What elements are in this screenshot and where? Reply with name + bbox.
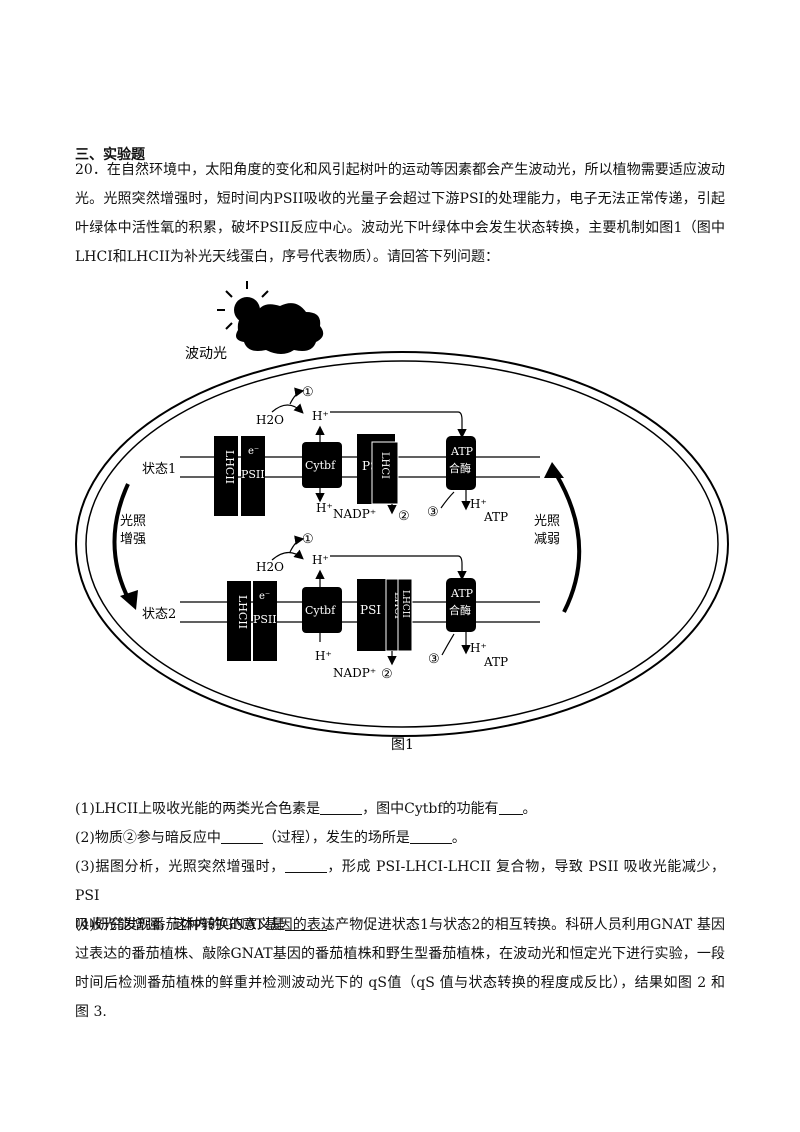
svg-text:②: ② (398, 509, 410, 524)
intro-line-3: 叶绿体中活性氧的积累，破坏PSII反应中心。波动光下叶绿体中会发生状态转换，主要… (75, 220, 725, 236)
figure-1-diagram: 波动光 状态1 LHCII e⁻ PSII Cytbf PSI LHCI ATP… (75, 281, 729, 753)
lhcii-complex (227, 581, 251, 661)
question-intro: 20．在自然环境中，太阳角度的变化和风引起树叶的运动等因素都会产生波动光，所以植… (75, 156, 725, 272)
svg-text:ATP: ATP (450, 445, 474, 458)
svg-text:PSI: PSI (360, 603, 381, 617)
svg-text:光照: 光照 (534, 514, 560, 529)
svg-text:③: ③ (427, 505, 439, 520)
state-1-label: 状态1 (142, 462, 176, 477)
lhci-complex (371, 441, 399, 505)
state-2-panel: 状态2 LHCII e⁻ PSII Cytbf PSI LHCI LHCII A… (142, 532, 540, 682)
svg-text:PSII: PSII (253, 613, 277, 626)
svg-text:LHCI: LHCI (379, 452, 390, 479)
cytbf-complex (302, 442, 342, 488)
svg-text:增强: 增强 (120, 532, 146, 547)
svg-text:H⁺: H⁺ (470, 497, 487, 511)
svg-text:H2O: H2O (256, 560, 284, 574)
light-label: 波动光 (185, 346, 227, 362)
subquestion-4: (4)研究发现番茄体内的GNAT基因的表达产物促进状态1与状态2的相互转换。科研… (75, 917, 725, 1020)
psii-complex (253, 581, 277, 661)
svg-text:①: ① (302, 532, 314, 547)
answer-blank[interactable] (320, 800, 363, 815)
svg-text:H⁺: H⁺ (312, 409, 329, 423)
svg-text:LHCII: LHCII (223, 450, 236, 484)
svg-text:H⁺: H⁺ (312, 553, 329, 567)
atp-synthase (446, 436, 476, 490)
psii-complex (241, 436, 265, 516)
question-number: 20． (75, 162, 107, 178)
subquestion-2: (2)物质②参与暗反应中（过程），发生的场所是。 (75, 829, 466, 846)
svg-text:ATP: ATP (483, 510, 508, 524)
lhcii-bound-complex (397, 578, 413, 652)
svg-text:NADP⁺: NADP⁺ (333, 666, 376, 680)
subquestion-3: (3)据图分析，光照突然增强时，，形成 PSI-LHCI-LHCII 复合物，导… (75, 858, 725, 933)
figure-caption: 图1 (391, 737, 414, 753)
sun-cloud-icon (217, 281, 324, 354)
svg-text:H⁺: H⁺ (316, 501, 333, 515)
svg-text:①: ① (302, 385, 314, 400)
intro-line-2: 光。光照突然增强时，短时间内PSII吸收的光量子会超过下游PSI的处理能力，电子… (75, 191, 725, 207)
answer-blank[interactable] (409, 829, 452, 844)
svg-text:H2O: H2O (256, 413, 284, 427)
svg-text:③: ③ (428, 652, 440, 667)
chloroplast-inner-membrane (85, 360, 719, 728)
light-increase-arrow: 光照 增强 (112, 483, 146, 610)
answer-blank[interactable] (220, 829, 263, 844)
svg-text:合酶: 合酶 (449, 461, 471, 475)
psi-complex (357, 579, 387, 651)
chloroplast-outer-membrane (75, 351, 729, 737)
svg-text:PSII: PSII (241, 468, 265, 481)
light-decrease-arrow: 光照 减弱 (534, 462, 582, 613)
answer-blank[interactable] (284, 858, 327, 873)
cytbf-complex (302, 587, 342, 633)
svg-text:e⁻: e⁻ (259, 591, 270, 602)
state-1-panel: 状态1 LHCII e⁻ PSII Cytbf PSI LHCI ATP 合酶 … (142, 385, 540, 524)
intro-line-1: 20．在自然环境中，太阳角度的变化和风引起树叶的运动等因素都会产生波动光，所以植… (75, 162, 725, 178)
svg-text:LHCII: LHCII (236, 595, 249, 629)
atp-synthase (446, 578, 476, 632)
svg-text:H⁺: H⁺ (470, 641, 487, 655)
svg-text:Cytbf: Cytbf (305, 604, 336, 617)
lhcii-complex (214, 436, 238, 516)
svg-text:ATP: ATP (483, 655, 508, 669)
section-title: 三、实验题 (75, 147, 145, 163)
svg-text:合酶: 合酶 (449, 603, 471, 617)
state-2-label: 状态2 (142, 607, 176, 622)
svg-text:Cytbf: Cytbf (305, 459, 336, 472)
subquestion-1: (1)LHCII上吸收光能的两类光合色素是，图中Cytbf的功能有。 (75, 800, 537, 817)
svg-text:ATP: ATP (450, 587, 474, 600)
answer-blank[interactable] (285, 916, 327, 931)
answer-blank[interactable] (498, 800, 523, 815)
svg-text:NADP⁺: NADP⁺ (333, 507, 376, 521)
svg-text:减弱: 减弱 (534, 532, 560, 547)
svg-text:LHCII: LHCII (400, 590, 410, 618)
svg-text:光照: 光照 (120, 514, 146, 529)
intro-line-4: LHCI和LHCII为补光天线蛋白，序号代表物质）。请回答下列问题： (75, 249, 500, 265)
svg-text:H⁺: H⁺ (315, 649, 332, 663)
svg-text:②: ② (381, 667, 393, 682)
svg-text:e⁻: e⁻ (248, 446, 259, 457)
